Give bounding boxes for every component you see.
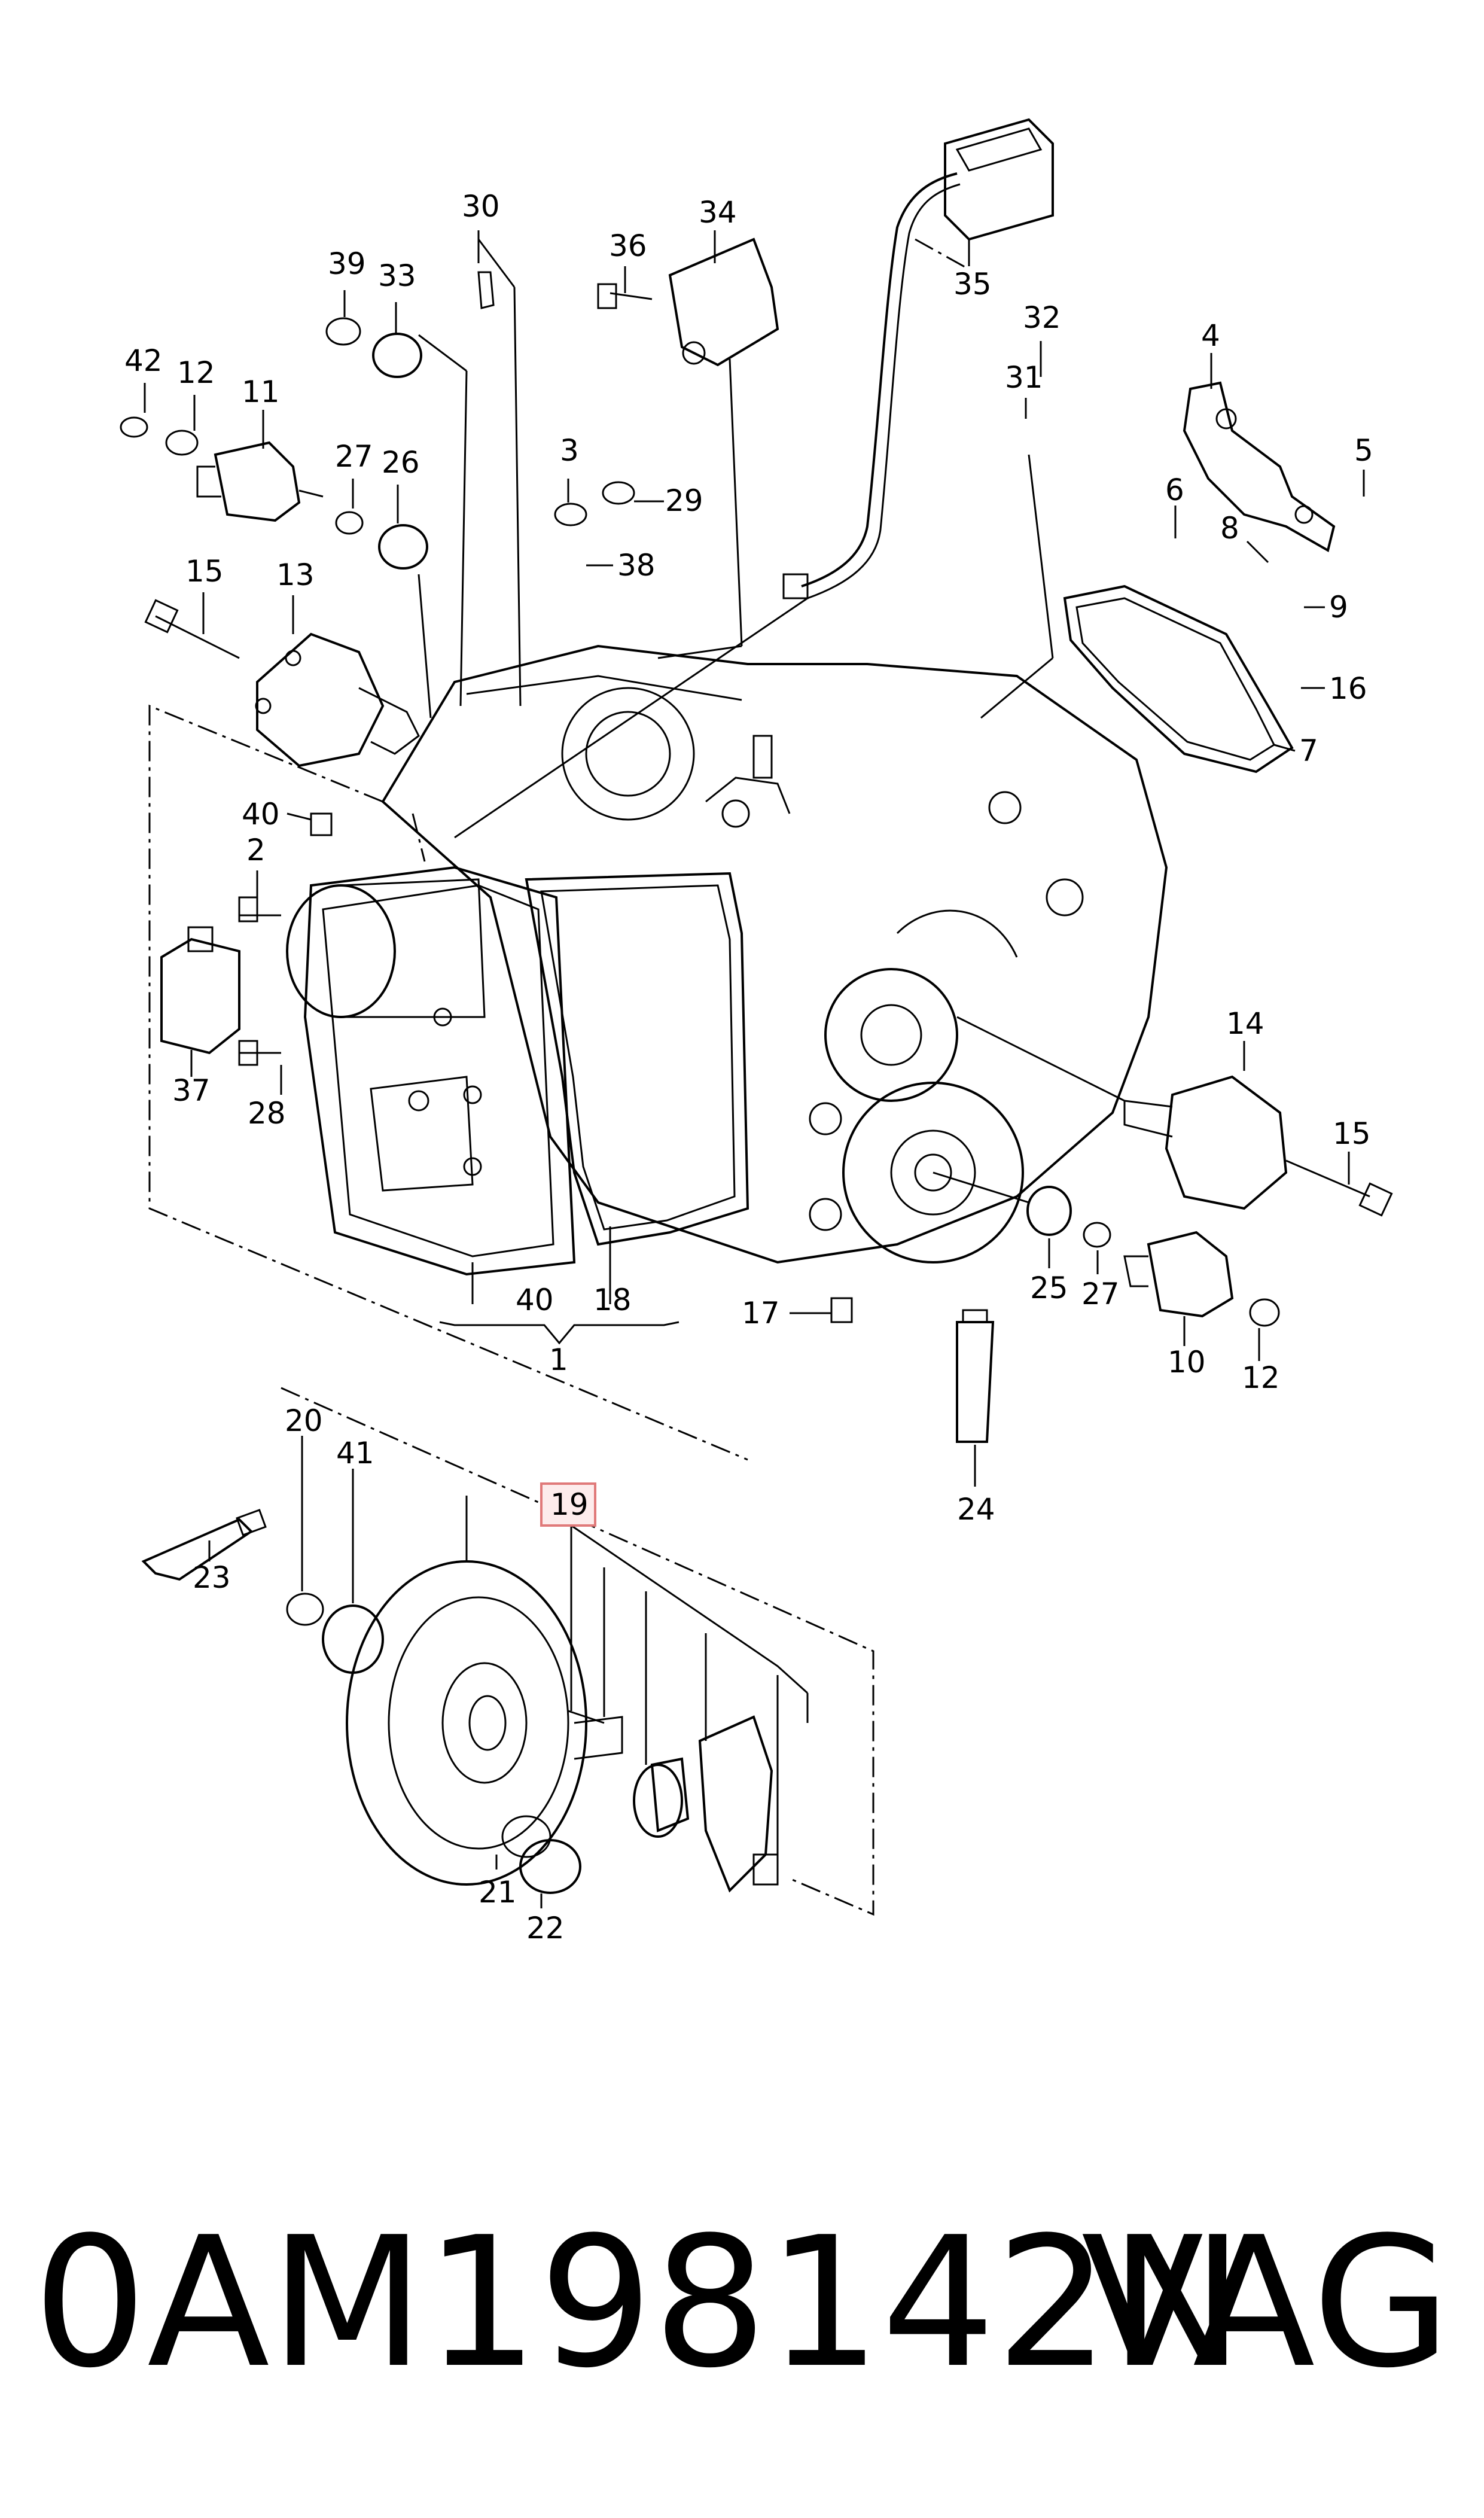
callout-11: 11 <box>242 374 280 409</box>
cover-plate-7 <box>1063 584 1294 774</box>
callout-16: 16 <box>1329 671 1367 706</box>
callout-28: 28 <box>248 1096 286 1131</box>
callout-20: 20 <box>285 1403 323 1438</box>
callout-4: 4 <box>1201 318 1220 353</box>
transmission-housing <box>381 644 1168 1264</box>
callout-29: 29 <box>665 483 703 518</box>
callout-27: 27 <box>335 439 373 474</box>
grease-tube-23 <box>141 1509 267 1581</box>
callout-21: 21 <box>479 1875 517 1910</box>
callout-40-b: 40 <box>516 1283 554 1317</box>
callout-25: 25 <box>1030 1271 1068 1305</box>
clutch-assembly <box>286 1560 779 1894</box>
part-number-caption: 0AM198142N <box>33 2199 1244 2407</box>
callout-10: 10 <box>1168 1345 1206 1380</box>
callout-18: 18 <box>593 1283 632 1317</box>
callout-36: 36 <box>609 229 647 263</box>
leader-lines <box>144 230 1365 1908</box>
seals-and-rings <box>120 271 1280 1327</box>
callout-7: 7 <box>1299 733 1318 768</box>
cable-harness-35 <box>782 118 1054 599</box>
brand-caption: VAG <box>1081 2199 1451 2407</box>
callout-2: 2 <box>246 833 266 867</box>
callout-17: 17 <box>742 1296 780 1330</box>
mechatronic-unit-40 <box>286 866 576 1276</box>
callout-22: 22 <box>526 1911 565 1945</box>
callout-9: 9 <box>1329 590 1348 625</box>
callout-24: 24 <box>957 1492 995 1527</box>
callout-15: 15 <box>185 554 224 589</box>
callout-33: 33 <box>378 258 416 293</box>
callout-30: 30 <box>462 189 500 224</box>
callout-23: 23 <box>193 1560 231 1595</box>
callout-8: 8 <box>1220 511 1239 546</box>
callout-5: 5 <box>1354 433 1373 468</box>
selector-cover-34 <box>597 238 779 367</box>
callout-1: 1 <box>549 1342 568 1377</box>
callout-39: 39 <box>328 246 366 281</box>
callout-40: 40 <box>242 797 280 832</box>
callout-35: 35 <box>953 267 992 302</box>
callout-31: 31 <box>1005 360 1043 395</box>
callout-12: 12 <box>177 355 215 390</box>
drive-flange-13 <box>144 599 420 768</box>
callout-38: 38 <box>617 548 656 583</box>
callout-19: 19 <box>550 1487 589 1522</box>
flange-shaft-10 <box>1123 1231 1234 1318</box>
callout-15-b: 15 <box>1333 1116 1371 1151</box>
dashed-group-lines <box>148 238 970 1916</box>
callout-37: 37 <box>172 1073 211 1108</box>
callout-12-b: 12 <box>1242 1360 1280 1395</box>
bracket-4 <box>1183 381 1336 553</box>
callout-26: 26 <box>382 445 420 480</box>
grease-tube-24 <box>956 1309 995 1443</box>
callout-14: 14 <box>1226 1006 1264 1041</box>
callout-labels: 42 12 11 39 33 30 36 34 35 27 26 3 29 38… <box>124 189 1373 1945</box>
callout-42: 42 <box>124 343 163 378</box>
callout-41: 41 <box>336 1436 374 1470</box>
callout-13: 13 <box>276 558 315 592</box>
flange-shaft-11 <box>196 441 324 522</box>
highlight-box-19 <box>540 1482 596 1527</box>
callout-32: 32 <box>1023 300 1061 335</box>
gasket-18 <box>525 872 749 1246</box>
drive-flange-14 <box>1123 1075 1393 1217</box>
oil-container-37 <box>160 926 240 1055</box>
callout-27-b: 27 <box>1081 1277 1120 1311</box>
callout-34: 34 <box>699 195 737 230</box>
callout-6: 6 <box>1165 473 1184 507</box>
callout-3: 3 <box>560 433 579 468</box>
